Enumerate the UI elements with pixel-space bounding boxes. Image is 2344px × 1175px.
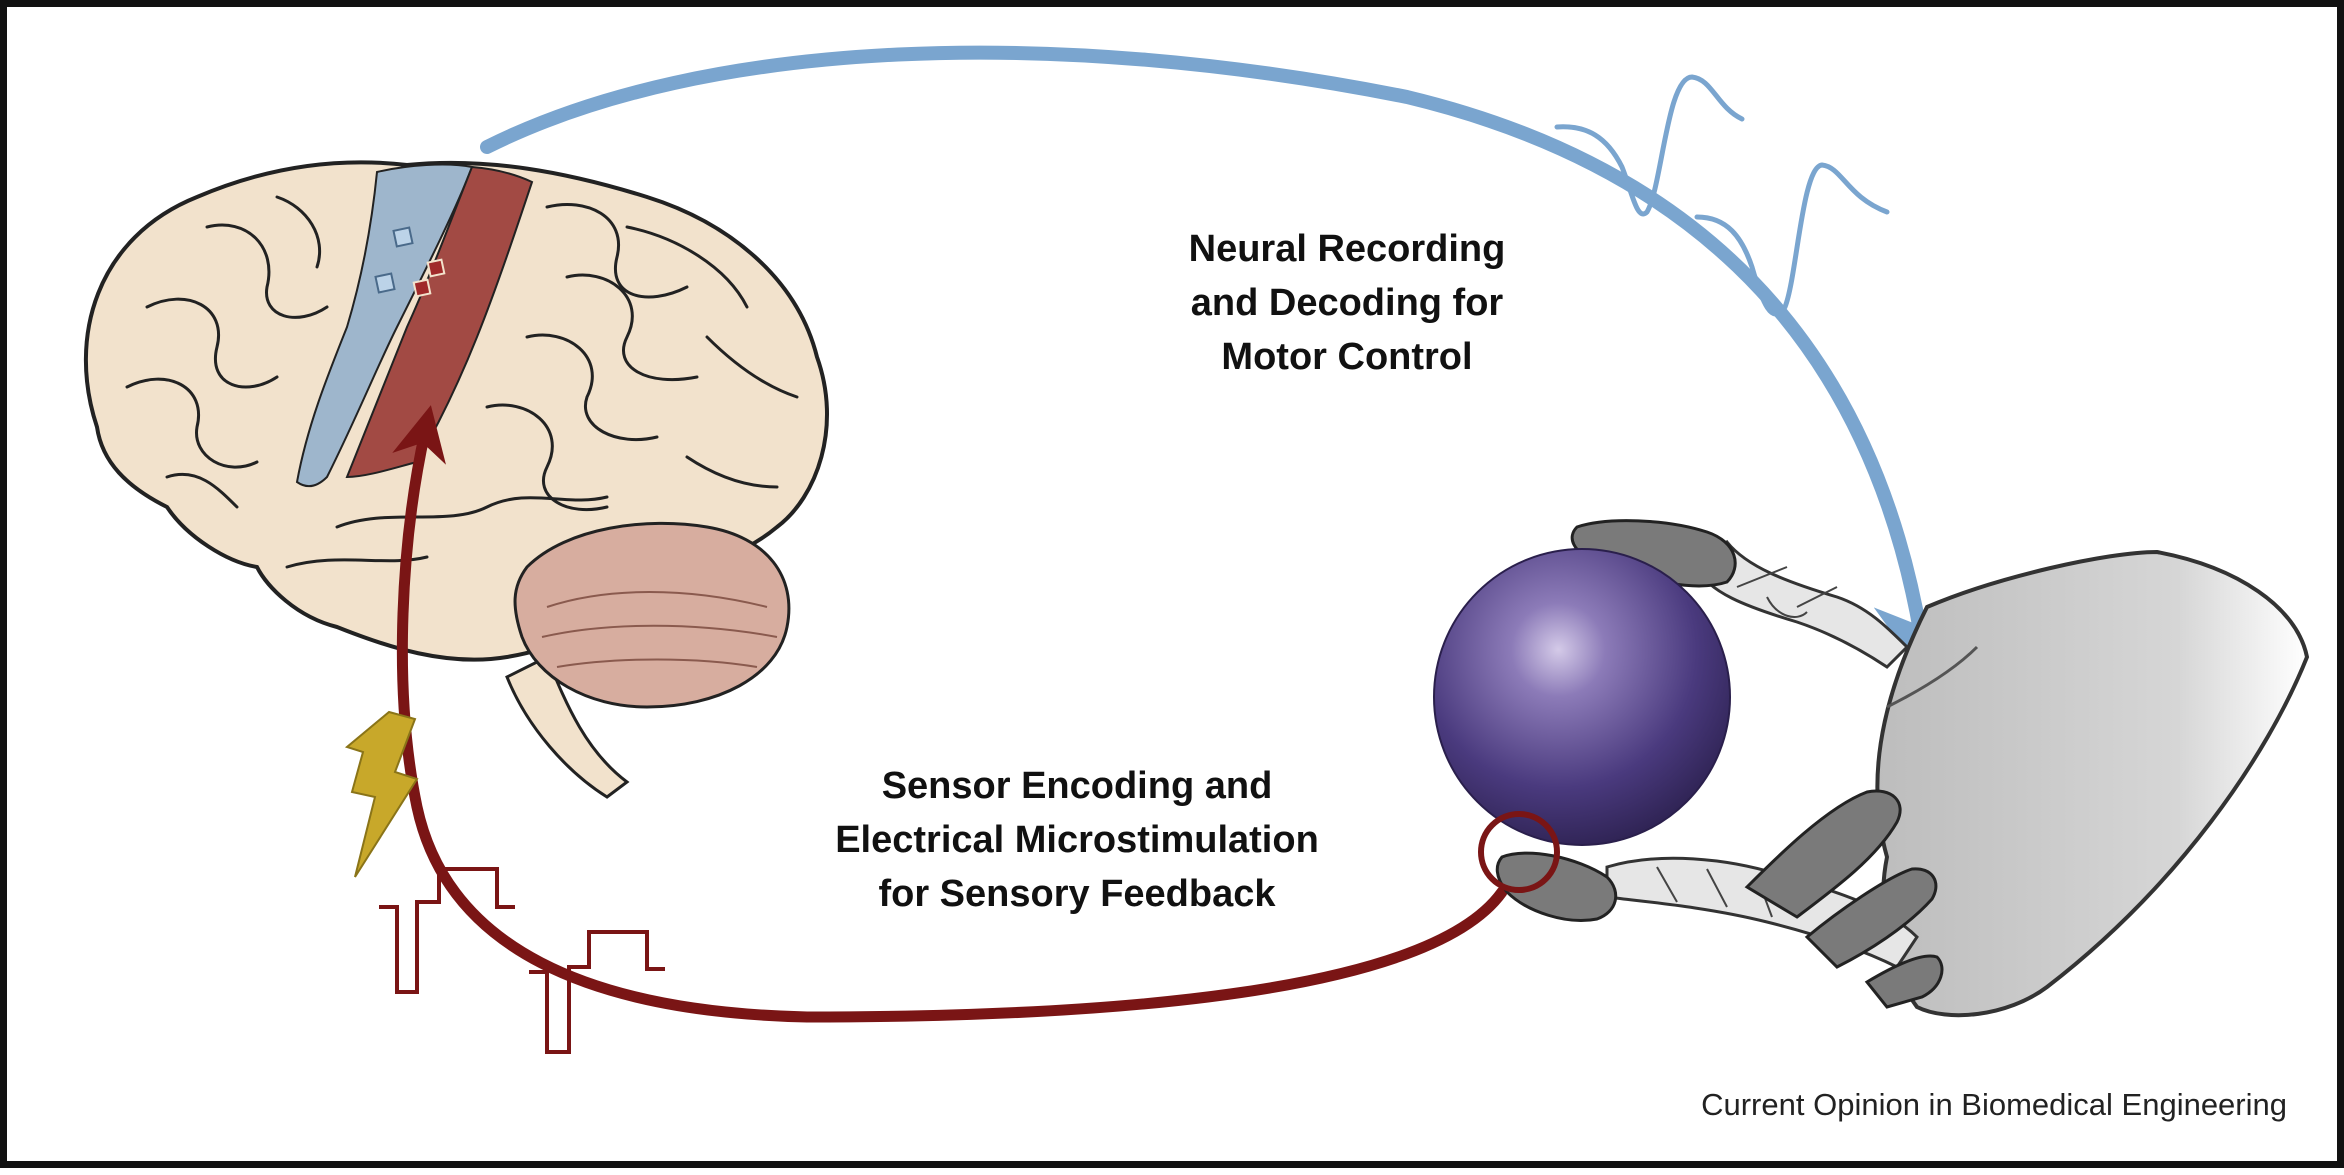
recording-label-line-2: and Decoding for — [1190, 282, 1504, 324]
spike-waveform-icon — [1554, 74, 1890, 317]
stimulation-label-line-3: for Sensory Feedback — [878, 873, 1276, 915]
stimulation-label-line-2: Electrical Microstimulation — [835, 819, 1319, 861]
recording-label: Neural Recording and Decoding for Motor … — [1137, 222, 1557, 384]
sensor-contact-ring — [1478, 811, 1560, 893]
journal-credit: Current Opinion in Biomedical Engineerin… — [1701, 1087, 2287, 1122]
illustration — [83, 45, 2310, 1054]
lightning-bolt-icon — [344, 710, 419, 878]
stimulation-label-line-1: Sensor Encoding and — [881, 765, 1273, 807]
recording-label-line-3: Motor Control — [1221, 336, 1473, 378]
recording-arrow — [480, 45, 1957, 684]
stimulation-arrow — [392, 405, 1508, 1023]
sphere-icon — [1433, 548, 1731, 846]
pulse-train-icon — [379, 867, 665, 1054]
recording-label-line-1: Neural Recording — [1188, 228, 1506, 270]
stimulation-label: Sensor Encoding and Electrical Microstim… — [767, 759, 1387, 921]
brain-icon — [83, 160, 829, 799]
